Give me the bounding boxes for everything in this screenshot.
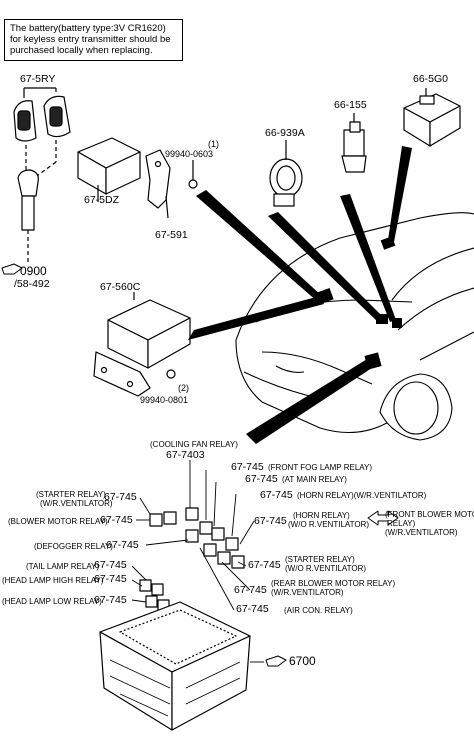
starter-relay-wr-name-1: (STARTER RELAY): [36, 490, 106, 499]
part-6700[interactable]: 6700: [289, 654, 316, 668]
starter-relay-wo-name-2: (W/O R.VENTILATOR): [285, 564, 367, 573]
pointing-hand-0900-art: [1, 263, 23, 275]
battery-note-line-1: The battery(battery type:3V CR1620): [10, 23, 166, 34]
horn-relay-wo-name-1: (HORN RELAY): [293, 511, 350, 520]
part-qty-2: (2): [178, 383, 189, 393]
starter-relay-wo-part[interactable]: 67-745: [248, 559, 281, 571]
head-lamp-high-relay-name: (HEAD LAMP HIGH RELAY): [2, 576, 104, 585]
at-main-relay-name: (AT MAIN RELAY): [282, 475, 347, 484]
part-58-492[interactable]: /58-492: [14, 278, 50, 290]
aircon-relay-name: (AIR CON. RELAY): [284, 606, 353, 615]
module-66-5g0-art: [403, 88, 461, 147]
starter-relay-wr-name-2: (W/R.VENTILATOR): [40, 499, 113, 508]
part-99940-0801[interactable]: 99940-0801: [140, 395, 189, 405]
relay-cluster-art: [139, 507, 245, 612]
front-blower-relay-name-3: (W/R.VENTILATOR): [385, 528, 458, 537]
screw-0603-art: [188, 160, 198, 189]
cooling-fan-relay-part[interactable]: 67-7403: [166, 449, 205, 461]
head-lamp-low-relay-part[interactable]: 67-745: [94, 594, 127, 606]
part-66-5g0[interactable]: 66-5G0: [413, 73, 449, 85]
part-66-939a[interactable]: 66-939A: [265, 127, 305, 139]
front-fog-relay-part[interactable]: 67-745: [231, 461, 264, 473]
module-67-5dz-art: [77, 137, 141, 202]
location-pointers: [188, 146, 412, 444]
bracket-67-591-art: [145, 149, 171, 219]
part-66-155[interactable]: 66-155: [334, 99, 367, 111]
rear-blower-relay-name-2: (W/R.VENTILATOR): [271, 588, 344, 597]
front-blower-relay-name-1: (FRONT BLOWER MOTOR: [385, 510, 474, 519]
double-arrow-art: [367, 510, 399, 526]
junction-box-art: [99, 601, 264, 731]
vehicle-art: [235, 212, 474, 441]
aircon-relay-part[interactable]: 67-745: [236, 603, 269, 615]
part-67-5dz[interactable]: 67-5DZ: [84, 194, 120, 206]
blower-motor-relay-part[interactable]: 67-745: [100, 514, 133, 526]
pointing-hand-6700-art: [265, 655, 287, 667]
front-blower-relay-name-2: RELAY): [387, 519, 416, 528]
rear-blower-relay-part[interactable]: 67-745: [234, 584, 267, 596]
screw-0801-art: [166, 369, 176, 379]
tail-lamp-relay-part[interactable]: 67-745: [94, 559, 127, 571]
battery-note: The battery(battery type:3V CR1620) for …: [4, 19, 183, 61]
cooling-fan-relay-name: (COOLING FAN RELAY): [150, 440, 238, 449]
at-main-relay-part[interactable]: 67-745: [245, 473, 278, 485]
part-99940-0603[interactable]: 99940-0603: [165, 149, 214, 159]
key-art: [17, 169, 39, 262]
horn-relay-wo-name-2: (W/O R.VENTILATOR): [288, 520, 370, 529]
tail-lamp-relay-name: (TAIL LAMP RELAY): [26, 562, 100, 571]
head-lamp-low-relay-name: (HEAD LAMP LOW RELAY): [2, 597, 102, 606]
battery-note-line-2: for keyless entry transmitter should be: [10, 34, 171, 45]
horn-relay-wr-name: (HORN RELAY)(W/R.VENTILATOR): [297, 491, 427, 500]
head-lamp-high-relay-part[interactable]: 67-745: [94, 573, 127, 585]
part-67-5ry[interactable]: 67-5RY: [20, 73, 56, 85]
starter-relay-wr-part[interactable]: 67-745: [104, 491, 137, 503]
rear-blower-relay-name-1: (REAR BLOWER MOTOR RELAY): [271, 579, 396, 588]
horn-relay-wo-part[interactable]: 67-745: [254, 515, 287, 527]
battery-note-line-3: purchased locally when replacing.: [10, 45, 153, 56]
defogger-relay-part[interactable]: 67-745: [106, 539, 139, 551]
coil-66-939a-art: [269, 140, 303, 207]
defogger-relay-name: (DEFOGGER RELAY): [34, 542, 113, 551]
front-fog-relay-name: (FRONT FOG LAMP RELAY): [268, 463, 373, 472]
module-67-560c-art: [93, 292, 191, 397]
part-67-591[interactable]: 67-591: [155, 229, 188, 241]
starter-relay-wo-name-1: (STARTER RELAY): [285, 555, 355, 564]
horn-relay-wr-part[interactable]: 67-745: [260, 489, 293, 501]
part-qty-1: (1): [208, 139, 219, 149]
relay-leader-lines: [131, 460, 255, 611]
blower-motor-relay-name: (BLOWER MOTOR RELAY): [8, 517, 108, 526]
keyless-transmitter-art: [13, 87, 71, 179]
part-67-560c[interactable]: 67-560C: [100, 281, 141, 293]
part-0900[interactable]: 0900: [20, 264, 47, 278]
switch-66-155-art: [341, 113, 367, 173]
